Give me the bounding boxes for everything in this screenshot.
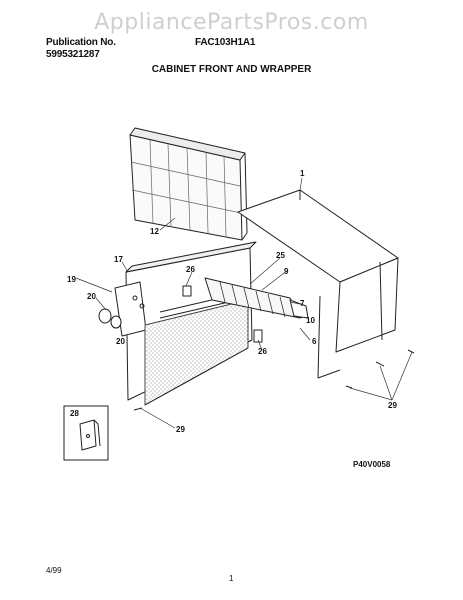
publication-label: Publication No. — [46, 37, 116, 48]
callout-12: 12 — [150, 227, 159, 236]
callout-26-upper: 26 — [186, 265, 195, 274]
screws-part — [133, 349, 415, 411]
control-knobs-part — [98, 295, 145, 329]
callout-7: 7 — [300, 299, 305, 308]
model-number: FAC103H1A1 — [195, 37, 256, 48]
page-title: CABINET FRONT AND WRAPPER — [151, 64, 312, 75]
inset-detail-box — [63, 405, 109, 461]
callout-1: 1 — [300, 169, 305, 178]
callout-29-front: 29 — [176, 425, 185, 434]
callout-6: 6 — [312, 337, 317, 346]
clip-part-upper — [182, 285, 192, 297]
callout-26-lower: 26 — [258, 347, 267, 356]
callout-9: 9 — [284, 267, 289, 276]
publication-number: 5995321287 — [46, 49, 100, 60]
cabinet-wrapper-part — [237, 189, 399, 379]
callout-29-side: 29 — [388, 401, 397, 410]
watermark: AppliancePartsPros.com — [94, 10, 369, 35]
leader-lines — [75, 177, 413, 429]
callout-17: 17 — [114, 255, 123, 264]
callout-20-lower: 20 — [116, 337, 125, 346]
callout-20-upper: 20 — [87, 292, 96, 301]
footer-page-number: 1 — [229, 574, 234, 583]
clip-part-lower — [253, 329, 263, 343]
filter-part — [129, 127, 248, 241]
callout-25: 25 — [276, 251, 285, 260]
callout-28: 28 — [70, 409, 79, 418]
footer-date: 4/99 — [46, 566, 62, 575]
diagram-code: P40V0058 — [353, 460, 391, 469]
callout-10: 10 — [306, 316, 315, 325]
callout-19: 19 — [67, 275, 76, 284]
louver-assembly-part — [204, 277, 309, 319]
